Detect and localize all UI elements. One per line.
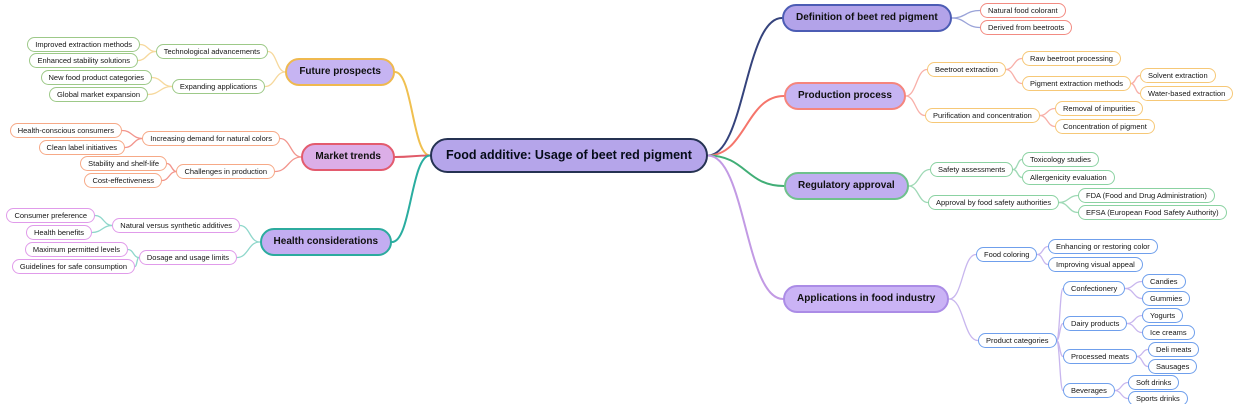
node-approval-by-food-safety-authorities[interactable]: Approval by food safety authorities bbox=[928, 195, 1060, 210]
node-toxicology-studies[interactable]: Toxicology studies bbox=[1022, 152, 1099, 167]
node-efsa[interactable]: EFSA (European Food Safety Authority) bbox=[1078, 205, 1227, 220]
node-yogurts[interactable]: Yogurts bbox=[1142, 308, 1184, 323]
node-technological-advancements[interactable]: Technological advancements bbox=[155, 44, 268, 59]
node-health-conscious-consumers[interactable]: Health-conscious consumers bbox=[9, 123, 122, 138]
node-increasing-demand-for-natural-colors[interactable]: Increasing demand for natural colors bbox=[142, 131, 280, 146]
node-enhancing-or-restoring-color[interactable]: Enhancing or restoring color bbox=[1048, 239, 1158, 254]
node-new-food-product-categories[interactable]: New food product categories bbox=[40, 70, 152, 85]
node-cost-effectiveness[interactable]: Cost-effectiveness bbox=[84, 173, 162, 188]
node-candies[interactable]: Candies bbox=[1142, 274, 1186, 289]
node-dosage-and-usage-limits[interactable]: Dosage and usage limits bbox=[138, 250, 237, 265]
node-health-benefits[interactable]: Health benefits bbox=[25, 225, 92, 240]
node-product-categories[interactable]: Product categories bbox=[978, 333, 1057, 348]
node-challenges-in-production[interactable]: Challenges in production bbox=[176, 164, 275, 179]
node-maximum-permitted-levels[interactable]: Maximum permitted levels bbox=[24, 242, 128, 257]
branch-health-considerations[interactable]: Health considerations bbox=[259, 228, 392, 256]
node-consumer-preference[interactable]: Consumer preference bbox=[6, 208, 95, 223]
node-sausages[interactable]: Sausages bbox=[1148, 359, 1198, 374]
node-improved-extraction-methods[interactable]: Improved extraction methods bbox=[27, 37, 140, 52]
branch-regulatory-approval[interactable]: Regulatory approval bbox=[784, 172, 909, 200]
node-food-coloring[interactable]: Food coloring bbox=[976, 247, 1038, 262]
node-gummies[interactable]: Gummies bbox=[1142, 291, 1191, 306]
node-raw-beetroot-processing[interactable]: Raw beetroot processing bbox=[1022, 51, 1121, 66]
node-beetroot-extraction[interactable]: Beetroot extraction bbox=[927, 62, 1006, 77]
branch-definition[interactable]: Definition of beet red pigment bbox=[782, 4, 952, 32]
branch-market-trends[interactable]: Market trends bbox=[301, 143, 395, 171]
node-beverages[interactable]: Beverages bbox=[1063, 383, 1115, 398]
branch-applications-in-food-industry[interactable]: Applications in food industry bbox=[783, 285, 950, 313]
node-guidelines-for-safe-consumption[interactable]: Guidelines for safe consumption bbox=[11, 259, 135, 274]
node-stability-and-shelf-life[interactable]: Stability and shelf-life bbox=[80, 156, 167, 171]
node-pigment-extraction-methods[interactable]: Pigment extraction methods bbox=[1022, 76, 1131, 91]
node-fda[interactable]: FDA (Food and Drug Administration) bbox=[1078, 188, 1215, 203]
node-global-market-expansion[interactable]: Global market expansion bbox=[49, 87, 148, 102]
node-purification-and-concentration[interactable]: Purification and concentration bbox=[925, 108, 1040, 123]
node-natural-versus-synthetic-additives[interactable]: Natural versus synthetic additives bbox=[112, 218, 240, 233]
node-dairy-products[interactable]: Dairy products bbox=[1063, 316, 1128, 331]
node-natural-food-colorant[interactable]: Natural food colorant bbox=[980, 3, 1066, 18]
branch-production-process[interactable]: Production process bbox=[784, 82, 906, 110]
node-ice-creams[interactable]: Ice creams bbox=[1142, 325, 1195, 340]
branch-future-prospects[interactable]: Future prospects bbox=[285, 58, 395, 86]
node-solvent-extraction[interactable]: Solvent extraction bbox=[1140, 68, 1216, 83]
node-clean-label-initiatives[interactable]: Clean label initiatives bbox=[38, 140, 125, 155]
node-derived-from-beetroots[interactable]: Derived from beetroots bbox=[980, 20, 1073, 35]
node-concentration-of-pigment[interactable]: Concentration of pigment bbox=[1055, 119, 1155, 134]
node-deli-meats[interactable]: Deli meats bbox=[1148, 342, 1200, 357]
node-allergenicity-evaluation[interactable]: Allergenicity evaluation bbox=[1022, 170, 1115, 185]
node-removal-of-impurities[interactable]: Removal of impurities bbox=[1055, 101, 1144, 116]
node-safety-assessments[interactable]: Safety assessments bbox=[930, 162, 1014, 177]
node-processed-meats[interactable]: Processed meats bbox=[1063, 349, 1137, 364]
node-soft-drinks[interactable]: Soft drinks bbox=[1128, 375, 1180, 390]
node-sports-drinks[interactable]: Sports drinks bbox=[1128, 391, 1188, 404]
root-node[interactable]: Food additive: Usage of beet red pigment bbox=[430, 138, 708, 173]
node-confectionery[interactable]: Confectionery bbox=[1063, 281, 1126, 296]
node-improving-visual-appeal[interactable]: Improving visual appeal bbox=[1048, 257, 1143, 272]
node-expanding-applications[interactable]: Expanding applications bbox=[171, 79, 265, 94]
node-water-based-extraction[interactable]: Water-based extraction bbox=[1140, 86, 1234, 101]
node-enhanced-stability-solutions[interactable]: Enhanced stability solutions bbox=[29, 53, 138, 68]
